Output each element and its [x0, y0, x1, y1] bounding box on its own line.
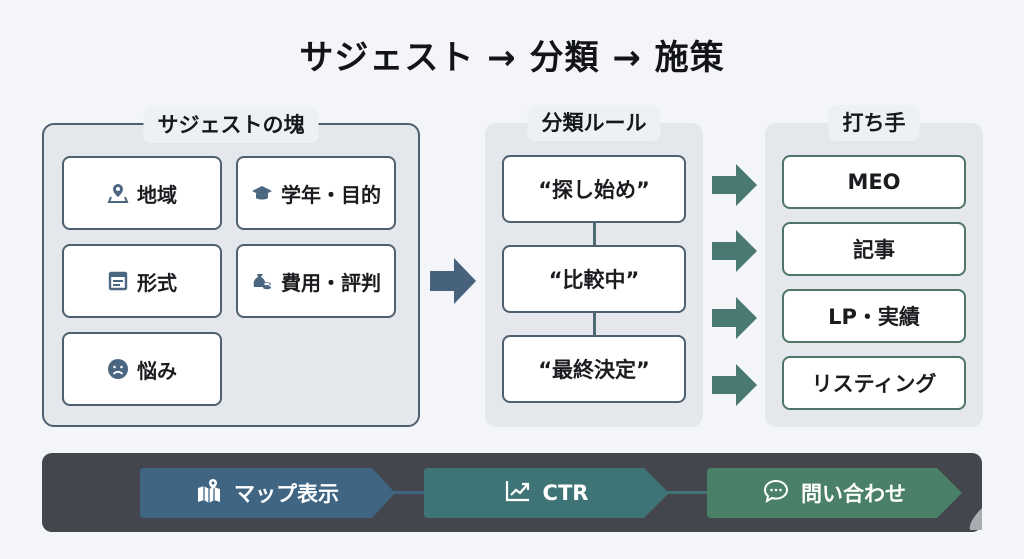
graduation-cap-icon — [251, 182, 273, 204]
suggest-item-cost-reputation: 費用・評判 — [236, 244, 396, 318]
suggest-cluster-panel: サジェストの塊 地域 学年・目的 形式 費用・評判 悩み — [42, 107, 420, 427]
action-item-articles: 記事 — [782, 222, 966, 276]
flow-step-inquiry: 問い合わせ — [707, 468, 962, 518]
action-item-listing: リスティング — [782, 356, 966, 410]
rule-item-start-searching: “探し始め” — [502, 155, 686, 223]
trend-chart-icon — [505, 479, 531, 508]
page-fold-decoration — [969, 508, 982, 530]
chat-bubble-icon — [763, 478, 789, 509]
suggest-item-format: 形式 — [62, 244, 222, 318]
rule-item-comparing: “比較中” — [502, 245, 686, 313]
connector-line — [593, 313, 596, 335]
flow-step-label: マップ表示 — [234, 482, 339, 506]
connector-line — [593, 223, 596, 245]
action-item-label: リスティング — [811, 372, 937, 396]
classification-rules-label: 分類ルール — [527, 105, 661, 141]
classification-rules-panel: 分類ルール “探し始め” “比較中” “最終決定” — [485, 105, 703, 427]
map-pin-icon — [107, 182, 129, 204]
suggest-item-label: 悩み — [137, 358, 177, 383]
rule-item-label: “探し始め” — [538, 178, 650, 202]
suggest-item-concerns: 悩み — [62, 332, 222, 406]
rule-item-label: “最終決定” — [538, 358, 650, 382]
suggest-item-label: 形式 — [137, 270, 177, 295]
rule-item-final-decision: “最終決定” — [502, 335, 686, 403]
suggest-item-label: 学年・目的 — [281, 182, 381, 207]
suggest-cluster-label: サジェストの塊 — [143, 107, 319, 143]
flow-step-label: CTR — [542, 481, 589, 505]
diagram-title: サジェスト → 分類 → 施策 — [299, 38, 725, 78]
rule-item-label: “比較中” — [548, 268, 640, 292]
action-item-meo: MEO — [782, 155, 966, 209]
flow-step-ctr: CTR — [424, 468, 669, 518]
action-item-lp-results: LP・実績 — [782, 289, 966, 343]
flow-step-label: 問い合わせ — [801, 482, 906, 506]
suggest-item-grade-purpose: 学年・目的 — [236, 156, 396, 230]
sad-face-icon — [107, 358, 129, 380]
arrow-right-icon — [712, 164, 757, 206]
action-item-label: MEO — [847, 170, 901, 194]
arrow-right-icon — [430, 258, 476, 304]
suggest-item-label: 地域 — [137, 182, 177, 207]
action-item-label: 記事 — [853, 238, 895, 262]
action-item-label: LP・実績 — [828, 305, 920, 329]
suggest-item-region: 地域 — [62, 156, 222, 230]
flow-step-map-display: マップ表示 — [140, 468, 395, 518]
funnel-flow-bar: マップ表示 CTR 問い合わせ — [42, 453, 982, 532]
map-icon — [196, 478, 222, 509]
flow-connector — [382, 491, 432, 494]
arrow-right-icon — [712, 297, 757, 339]
flow-connector — [657, 491, 712, 494]
actions-panel: 打ち手 MEO 記事 LP・実績 リスティング — [765, 105, 983, 427]
arrow-right-icon — [712, 364, 757, 406]
actions-label: 打ち手 — [828, 105, 920, 141]
money-bag-icon — [251, 270, 273, 292]
document-icon — [107, 270, 129, 292]
suggest-item-label: 費用・評判 — [281, 270, 381, 295]
arrow-right-icon — [712, 230, 757, 272]
